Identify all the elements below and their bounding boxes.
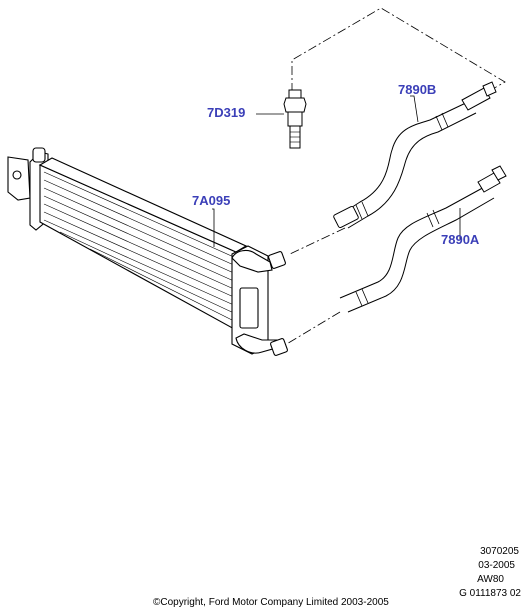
hose-upper — [333, 81, 497, 229]
copyright-notice: ©Copyright, Ford Motor Company Limited 2… — [153, 597, 389, 608]
oil-cooler — [7, 147, 288, 356]
drawing-number: 3070205 — [480, 546, 519, 557]
sensor-fitting — [283, 89, 307, 149]
drawing-id: G 0111873 02 — [459, 588, 521, 599]
hose-lower — [339, 165, 507, 313]
callout-hose-7890a: 7890A — [441, 232, 480, 247]
callout-sensor-7d319: 7D319 — [207, 105, 246, 120]
drawing-date: 03-2005 — [478, 560, 515, 571]
callout-hose-7890b: 7890B — [398, 82, 437, 97]
leader-lines — [212, 95, 462, 247]
drawing-code: AW80 — [477, 574, 504, 585]
dashed-assembly-lines — [284, 7, 506, 346]
callout-cooler-7a095: 7A095 — [192, 193, 231, 208]
